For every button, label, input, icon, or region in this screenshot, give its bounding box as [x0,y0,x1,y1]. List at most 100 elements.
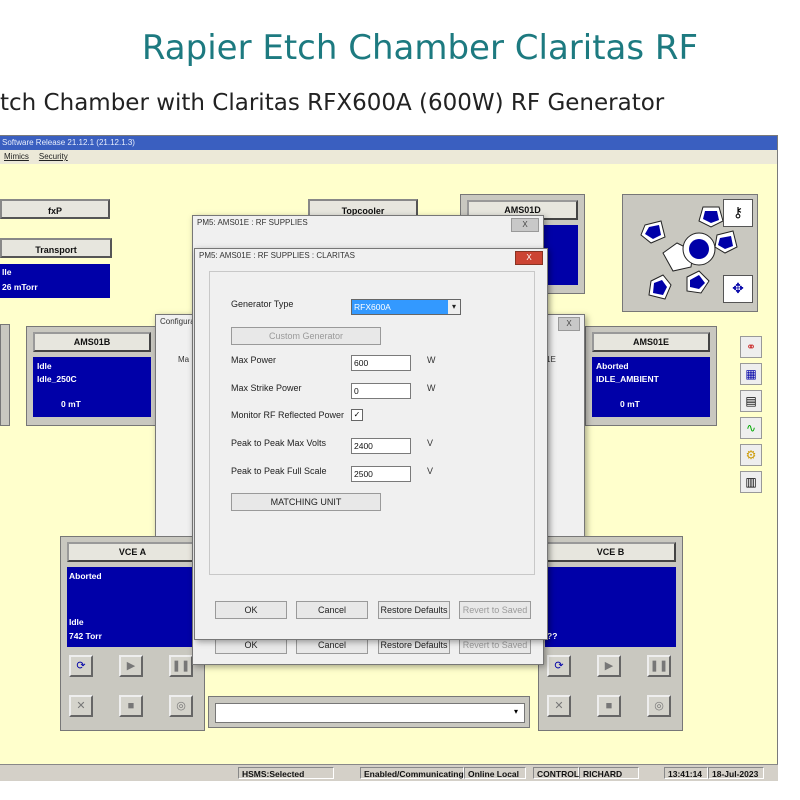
vce-a-cycle-icon[interactable]: ⟳ [69,655,93,677]
ok-button[interactable]: OK [215,601,287,619]
command-panel: ▾ [208,696,530,728]
vce-a-panel: VCE A Aborted Idle 742 Torr ⟳ ▶ ❚❚ ✕ ■ ◎ [60,536,205,731]
ams01e-button[interactable]: AMS01E [592,332,710,352]
vce-b-play-icon[interactable]: ▶ [597,655,621,677]
vce-a-button[interactable]: VCE A [67,542,198,562]
max-power-unit: W [427,355,436,365]
ams01b-recipe: Idle_250C [37,374,77,384]
menu-security[interactable]: Security [38,152,68,161]
edit-table-icon[interactable]: ▦ [740,363,762,385]
status-hsms: HSMS:Selected [238,767,334,779]
max-strike-power-label: Max Strike Power [231,383,302,393]
chamber-mimic[interactable]: ⚷ ✥ [622,194,758,312]
vce-b-status: ?? [545,567,676,647]
pp-max-volts-label: Peak to Peak Max Volts [231,438,327,448]
vce-a-play-icon[interactable]: ▶ [119,655,143,677]
menu-mimics[interactable]: Mimics [4,152,29,161]
fxp-button[interactable]: fxP [0,199,110,219]
status-date: 18-Jul-2023 [708,767,764,779]
config-right-label: 1E [546,355,556,364]
custom-generator-button[interactable]: Custom Generator [231,327,381,345]
transport-button[interactable]: Transport [0,238,112,258]
configuration-title: Configura [160,317,195,326]
ams01e-recipe: IDLE_AMBIENT [596,374,659,384]
rf-supplies-close-icon[interactable]: X [511,218,539,232]
max-strike-power-unit: W [427,383,436,393]
claritas-settings-group [209,271,535,575]
status-control: CONTROL [533,767,579,779]
pp-full-scale-unit: V [427,466,434,476]
vce-a-state: Aborted [69,571,102,581]
key-icon[interactable]: ⚷ [723,199,753,227]
configuration-label: Ma [178,355,190,364]
max-power-field[interactable]: 600 [351,355,411,371]
ams01e-state: Aborted [596,361,629,371]
vce-b-stop-icon[interactable]: ■ [597,695,621,717]
claritas-close-icon[interactable]: X [515,251,543,265]
claritas-dialog-title: PM5: AMS01E : RF SUPPLIES : CLARITAS [199,251,355,260]
vce-a-reset-icon[interactable]: ◎ [169,695,193,717]
vce-b-pause-icon[interactable]: ❚❚ [647,655,671,677]
pp-full-scale-field[interactable]: 2500 [351,466,411,482]
robot-icon[interactable]: ✥ [723,275,753,303]
link-icon[interactable]: ⚭ [740,336,762,358]
revert-to-saved-button[interactable]: Revert to Saved [459,601,531,619]
max-power-label: Max Power [231,355,277,365]
vce-a-status: Aborted Idle 742 Torr [67,567,198,647]
monitor-reflected-label: Monitor RF Reflected Power [231,410,345,420]
left-edge-controls[interactable] [0,324,10,426]
chart-icon[interactable]: ∿ [740,417,762,439]
pp-full-scale-label: Peak to Peak Full Scale [231,466,327,476]
ams01b-pressure: 0 mT [61,399,81,409]
ams01b-panel: AMS01B Idle Idle_250C 0 mT [26,326,158,426]
pp-max-volts-unit: V [427,438,434,448]
vce-b-pressure: ?? [547,631,558,641]
slide-title: Rapier Etch Chamber Claritas RF [141,28,699,68]
vce-b-button[interactable]: VCE B [545,542,676,562]
matching-unit-button[interactable]: MATCHING UNIT [231,493,381,511]
vce-b-panel: VCE B ?? ⟳ ▶ ❚❚ ✕ ■ ◎ [538,536,683,731]
app-menubar: Mimics Security [0,150,777,164]
ams01e-pressure: 0 mT [620,399,640,409]
transport-state: lle [2,267,12,277]
generator-type-label: Generator Type [231,299,294,309]
claritas-dialog: PM5: AMS01E : RF SUPPLIES : CLARITAS X G… [194,248,548,640]
command-dropdown-icon[interactable]: ▾ [513,707,518,716]
command-select[interactable]: ▾ [215,703,525,723]
app-titlebar: Software Release 21.12.1 (21.12.1.3) [0,136,777,150]
transport-pressure: 26 mTorr [2,282,38,292]
restore-defaults-button[interactable]: Restore Defaults [378,601,450,619]
generator-type-dropdown-icon[interactable]: ▾ [448,300,460,314]
transport-panel: Transport lle 26 mTorr [0,234,115,304]
status-communication: Enabled/Communicating [360,767,464,779]
vce-a-pause-icon[interactable]: ❚❚ [169,655,193,677]
rf-supplies-title: PM5: AMS01E : RF SUPPLIES [197,218,308,227]
vce-a-pressure: 742 Torr [69,631,102,641]
ams01e-panel: AMS01E Aborted IDLE_AMBIENT 0 mT [585,326,717,426]
document-icon[interactable]: ▤ [740,390,762,412]
configuration-dialog: Configura Ma [155,314,195,544]
ams01b-status: Idle Idle_250C 0 mT [33,357,151,417]
report-icon[interactable]: ▥ [740,471,762,493]
monitor-reflected-checkbox[interactable]: ✓ [351,409,363,421]
vce-b-reset-icon[interactable]: ◎ [647,695,671,717]
vce-a-abort-icon[interactable]: ✕ [69,695,93,717]
vce-b-cycle-icon[interactable]: ⟳ [547,655,571,677]
ams01b-state: Idle [37,361,52,371]
ams01b-button[interactable]: AMS01B [33,332,151,352]
vce-b-abort-icon[interactable]: ✕ [547,695,571,717]
ams01e-status: Aborted IDLE_AMBIENT 0 mT [592,357,710,417]
generator-type-value: RFX600A [354,302,391,312]
max-strike-power-field[interactable]: 0 [351,383,411,399]
config-close-icon[interactable]: X [558,317,580,331]
status-time: 13:41:14 [664,767,708,779]
settings-icon[interactable]: ⚙ [740,444,762,466]
vce-a-stop-icon[interactable]: ■ [119,695,143,717]
generator-type-select[interactable]: RFX600A ▾ [351,299,461,315]
configuration-dialog-right: X 1E [545,314,585,544]
transport-status: lle 26 mTorr [0,264,110,298]
status-user: RICHARD [579,767,639,779]
cancel-button[interactable]: Cancel [296,601,368,619]
pp-max-volts-field[interactable]: 2400 [351,438,411,454]
status-online: Online Local [464,767,526,779]
